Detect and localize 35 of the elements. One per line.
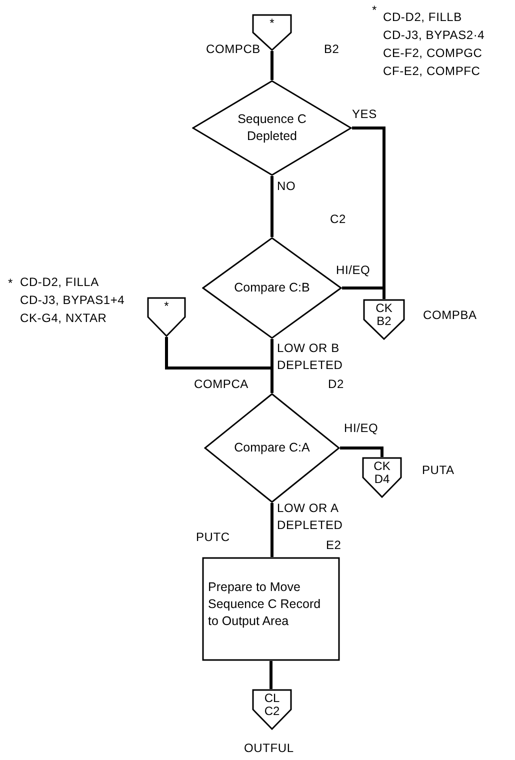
reference-note: CE-F2, COMPGC xyxy=(383,46,482,61)
connector-name: PUTA xyxy=(422,463,454,478)
reference-note: C2 xyxy=(330,212,346,227)
connector-line xyxy=(165,337,274,393)
reference-note: CK-G4, NXTAR xyxy=(20,311,107,326)
reference-note: E2 xyxy=(326,538,342,553)
node-text: * xyxy=(163,300,170,313)
reference-note: COMPCA xyxy=(194,377,248,392)
reference-note: PUTC xyxy=(196,530,230,545)
reference-note: CD-D2, FILLA xyxy=(20,275,99,290)
node-text: CK D4 xyxy=(372,460,392,486)
reference-note: CD-J3, BYPAS2·4 xyxy=(383,28,485,43)
connector-name: COMPBA xyxy=(423,308,477,323)
reference-note: CD-J3, BYPAS1+4 xyxy=(20,293,125,308)
connector-line xyxy=(270,51,274,80)
node-text: Compare C:B xyxy=(233,280,311,296)
connector-name: OUTFUL xyxy=(244,741,294,756)
node-text: CK B2 xyxy=(374,302,394,328)
node-text: Compare C:A xyxy=(233,440,311,456)
node-text: CL C2 xyxy=(263,692,281,718)
reference-note: CD-D2, FILLB xyxy=(383,10,462,25)
reference-note: * xyxy=(372,3,377,18)
node-text: Prepare to Move Sequence C Record to Output Area xyxy=(208,579,322,630)
reference-note: D2 xyxy=(328,377,344,392)
connector-line xyxy=(270,503,274,557)
connector-line xyxy=(340,446,384,457)
node-text: Sequence C Depleted xyxy=(236,111,308,145)
node-text: * xyxy=(268,17,276,30)
connector-line xyxy=(270,176,274,237)
reference-note: COMPCB xyxy=(206,42,260,57)
connector-line xyxy=(270,661,272,689)
connector-line xyxy=(342,286,386,299)
reference-note: CF-E2, COMPFC xyxy=(383,64,480,79)
reference-note: * xyxy=(8,276,13,291)
reference-note: B2 xyxy=(324,42,340,57)
